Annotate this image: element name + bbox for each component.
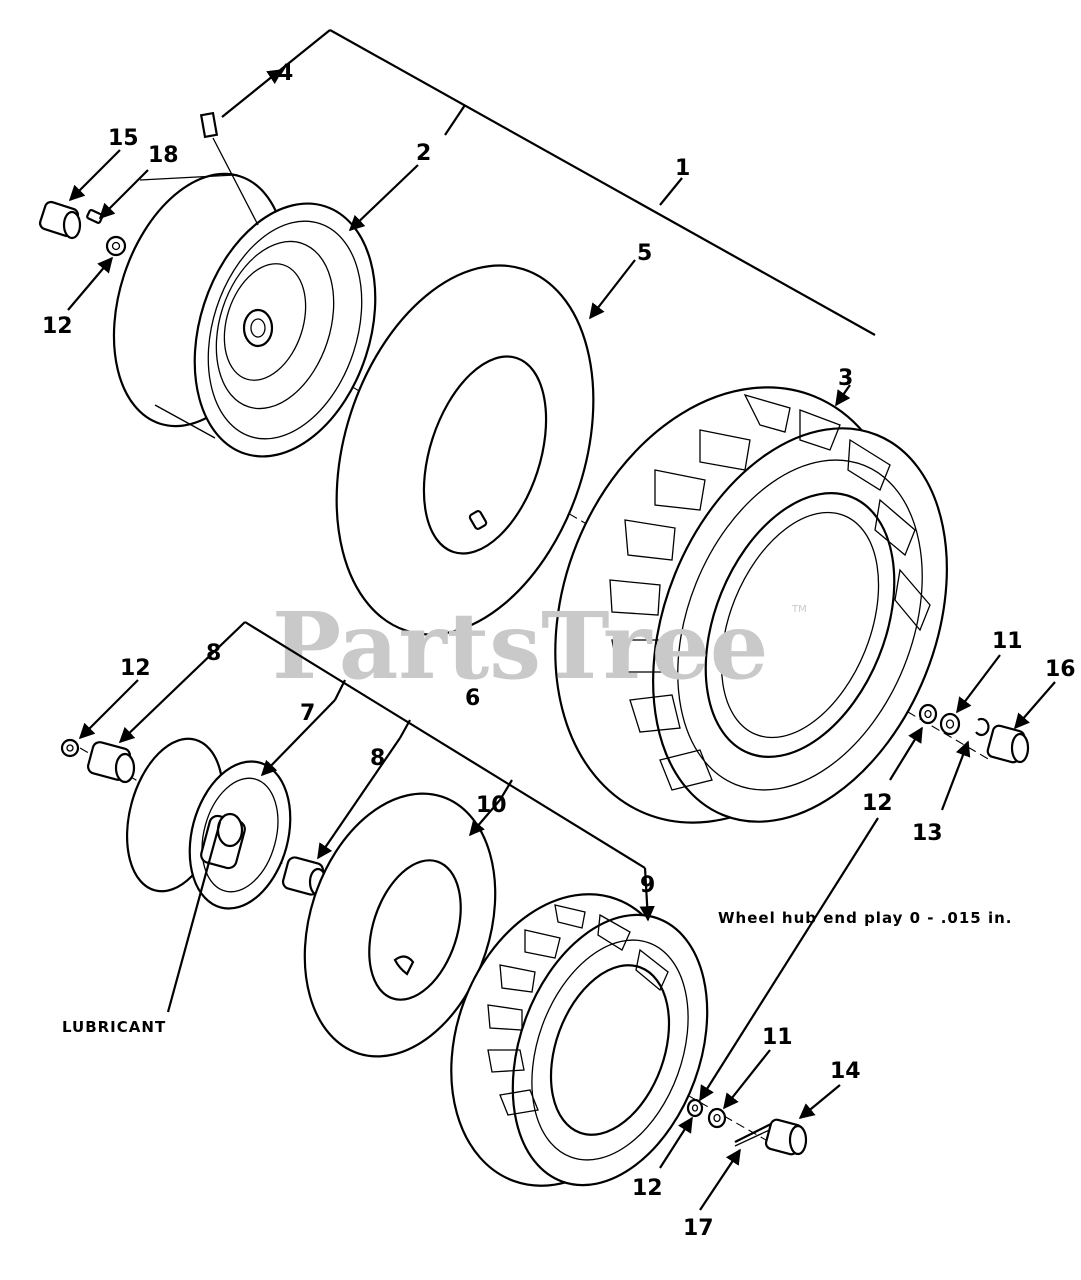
rear-rim[interactable] — [111, 728, 305, 920]
rear-tire[interactable] — [412, 862, 742, 1218]
cap-16[interactable] — [986, 724, 1030, 764]
front-tire[interactable] — [493, 335, 1002, 876]
leader-16 — [1013, 681, 1056, 730]
leader-15 — [68, 149, 121, 202]
washer-12-rear-right[interactable] — [686, 1098, 704, 1118]
leader-12c — [78, 679, 139, 740]
bracket-1-branch — [444, 104, 466, 136]
leader-12a — [67, 256, 113, 311]
callout-6[interactable]: 6 — [465, 686, 480, 711]
leader-10 — [468, 799, 501, 837]
leader-18 — [98, 169, 149, 220]
callout-8a[interactable]: 8 — [206, 641, 221, 666]
leader-8b — [317, 737, 401, 860]
leader-9 — [639, 867, 655, 922]
washer-11-right[interactable] — [939, 712, 961, 736]
callout-1[interactable]: 1 — [675, 156, 690, 181]
callout-12a[interactable]: 12 — [42, 314, 73, 339]
callout-17[interactable]: 17 — [683, 1216, 714, 1241]
callout-14[interactable]: 14 — [830, 1059, 861, 1084]
leader-12e — [659, 1116, 693, 1169]
watermark-tm: TM — [791, 604, 807, 615]
front-tube[interactable] — [292, 232, 638, 668]
end-play-note: Wheel hub end play 0 - .015 in. — [718, 909, 1012, 927]
leader-8a — [118, 621, 246, 744]
leader-11a — [956, 654, 1001, 714]
bracket-1 — [329, 29, 876, 336]
callout-9[interactable]: 9 — [640, 873, 655, 898]
callout-5[interactable]: 5 — [637, 241, 652, 266]
washer-12-front[interactable] — [105, 235, 127, 257]
callout-11a[interactable]: 11 — [992, 629, 1023, 654]
callout-10[interactable]: 10 — [476, 793, 507, 818]
washer-11-rear[interactable] — [707, 1107, 727, 1129]
leader-14 — [798, 1084, 841, 1119]
front-rim[interactable] — [84, 152, 406, 480]
leader-lubricant — [166, 821, 222, 1013]
bearing-8-left[interactable] — [86, 741, 136, 784]
leader-12b — [889, 726, 923, 781]
leader-5 — [589, 259, 636, 320]
leader-12d — [699, 817, 879, 1102]
leader-4 — [221, 29, 331, 118]
callout-7[interactable]: 7 — [300, 701, 315, 726]
washer-12-left[interactable] — [60, 738, 80, 758]
leader-11b — [723, 1049, 771, 1110]
callout-13[interactable]: 13 — [912, 821, 943, 846]
clip-13[interactable] — [975, 717, 990, 737]
bushing-15[interactable] — [38, 200, 82, 240]
callout-3[interactable]: 3 — [838, 366, 853, 391]
washer-12-right[interactable] — [918, 703, 938, 725]
callout-12b[interactable]: 12 — [120, 656, 151, 681]
key-18[interactable] — [86, 208, 104, 224]
callout-15[interactable]: 15 — [108, 126, 139, 151]
leader-7 — [260, 699, 336, 777]
callout-16[interactable]: 16 — [1045, 657, 1076, 682]
callout-18[interactable]: 18 — [148, 143, 179, 168]
lubricant-note: LUBRICANT — [62, 1018, 166, 1036]
callout-12d[interactable]: 12 — [632, 1176, 663, 1201]
cap-14[interactable] — [764, 1118, 808, 1156]
leader-2 — [348, 164, 419, 232]
leader-13 — [940, 740, 971, 811]
callout-4[interactable]: 4 — [278, 61, 293, 86]
callout-11b[interactable]: 11 — [762, 1025, 793, 1050]
valve-stem[interactable] — [199, 111, 259, 226]
leader-3 — [835, 384, 851, 407]
leader-17 — [699, 1148, 741, 1211]
bracket-9 — [244, 621, 646, 869]
callout-8b[interactable]: 8 — [370, 746, 385, 771]
callout-12c[interactable]: 12 — [862, 791, 893, 816]
callout-2[interactable]: 2 — [416, 141, 431, 166]
watermark-text: PartsTree — [272, 592, 768, 700]
rear-tube[interactable] — [273, 769, 528, 1081]
